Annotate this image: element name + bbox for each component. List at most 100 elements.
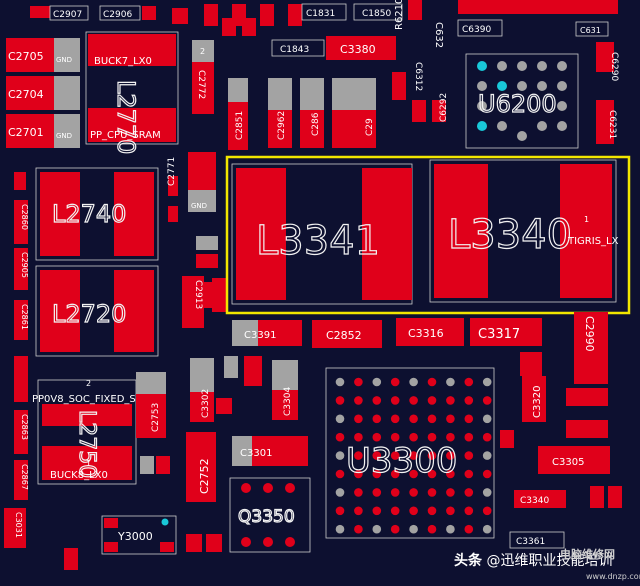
watermark: 头条 @迅维职业技能培训 xyxy=(454,550,612,570)
cap-c3320: C3320 xyxy=(522,376,546,422)
bga-ball xyxy=(464,524,474,534)
svg-text:PP_CPU_SRAM: PP_CPU_SRAM xyxy=(90,130,161,141)
cap-c2705: C2705 GND xyxy=(6,38,80,72)
inductor-l3341: L3341 xyxy=(231,163,413,305)
svg-text:C2867: C2867 xyxy=(20,464,29,490)
svg-text:2: 2 xyxy=(86,379,91,388)
bga-ball xyxy=(354,469,363,479)
svg-text:C2772: C2772 xyxy=(196,70,206,99)
bga-ball xyxy=(427,396,437,405)
svg-text:C3380: C3380 xyxy=(340,43,376,56)
bga-ball xyxy=(482,414,492,424)
cap-c2701: C2701 GND xyxy=(6,114,80,148)
cap-c1843: C1843 xyxy=(271,39,325,57)
bga-ball xyxy=(482,469,492,479)
svg-text:C2705: C2705 xyxy=(8,50,44,63)
watermark-brand: 电脑维修网 xyxy=(560,548,615,561)
cap-c3340: C3340 xyxy=(514,490,566,508)
bga-ball xyxy=(335,451,345,460)
bga-ball xyxy=(482,432,492,442)
bga-ball xyxy=(372,377,382,387)
bga-ball xyxy=(390,432,400,442)
bga-ball xyxy=(372,488,382,497)
bga-ball xyxy=(427,488,437,497)
bga-ball xyxy=(464,488,474,497)
svg-text:C2962: C2962 xyxy=(277,111,287,140)
cap-c2905: C2905 xyxy=(14,248,29,290)
bga-ball xyxy=(464,469,474,479)
bga-ball xyxy=(335,506,345,516)
svg-text:C3031: C3031 xyxy=(14,512,23,538)
svg-text:C2701: C2701 xyxy=(8,126,44,139)
svg-text:L2740: L2740 xyxy=(52,200,126,228)
bga-ball xyxy=(372,414,382,424)
bga-ball xyxy=(390,524,400,534)
bga-ball xyxy=(427,524,437,534)
bga-ball xyxy=(354,396,363,405)
bga-ball xyxy=(409,524,418,534)
svg-text:C3304: C3304 xyxy=(283,387,293,416)
svg-text:C2852: C2852 xyxy=(326,329,362,342)
bga-ball xyxy=(372,396,382,405)
inductor-l2750: PP0V8_SOC_FIXED_S2 L2750 BUCK8_LX0 2 1 xyxy=(32,379,142,485)
cap-c3031: C3031 xyxy=(4,508,26,548)
svg-text:C2752: C2752 xyxy=(198,458,211,494)
cap-c1850: C1850 xyxy=(353,3,403,21)
cap-c2771: C2771 GND xyxy=(167,152,216,212)
svg-text:U6200: U6200 xyxy=(478,90,557,118)
bga-ball xyxy=(390,506,400,516)
ic-u3300: U3300 xyxy=(325,367,495,539)
svg-text:C2913: C2913 xyxy=(193,280,203,309)
cap-c2907: C2907 xyxy=(30,5,89,21)
highlight-box xyxy=(225,155,631,315)
watermark-url: www.dnzp.com xyxy=(586,572,640,581)
svg-text:C3391: C3391 xyxy=(244,330,276,341)
bga-ball xyxy=(354,414,363,424)
svg-text:C2861: C2861 xyxy=(20,304,29,330)
cap-c3302: C3302 xyxy=(190,358,214,422)
bga-ball xyxy=(409,432,418,442)
bga-ball xyxy=(427,451,437,460)
svg-text:L2750: L2750 xyxy=(74,410,99,478)
bga-ball xyxy=(390,469,400,479)
svg-text:C2753: C2753 xyxy=(151,403,161,432)
svg-text:C631: C631 xyxy=(580,26,601,35)
bga-ball xyxy=(446,432,455,442)
bga-ball xyxy=(464,396,474,405)
bga-ball xyxy=(409,377,418,387)
bga-ball xyxy=(446,469,455,479)
bga-ball xyxy=(372,506,382,516)
bga-ball xyxy=(482,506,492,516)
bga-ball xyxy=(446,396,455,405)
bga-ball xyxy=(446,524,455,534)
svg-text:C1850: C1850 xyxy=(362,9,391,19)
svg-text:1: 1 xyxy=(86,459,91,468)
svg-text:R6210: R6210 xyxy=(394,0,405,30)
svg-text:C3320: C3320 xyxy=(532,386,543,418)
bga-ball xyxy=(409,469,418,479)
cap-c3317: C3317 xyxy=(470,318,542,346)
bga-ball xyxy=(464,432,474,442)
cap-c2753: C2753 xyxy=(136,372,166,438)
crystal-y3000: Y3000 xyxy=(101,515,177,555)
bga-ball xyxy=(482,451,492,460)
transistor-q3350: Q3350 xyxy=(229,477,311,553)
bga-ball xyxy=(335,488,345,497)
cap-c3305: C3305 xyxy=(538,446,610,474)
cap-c631: C631 xyxy=(575,21,609,37)
inductor-l2740: L2740 xyxy=(35,167,159,261)
cap-c2863: C2863 xyxy=(14,410,29,454)
svg-text:C3340: C3340 xyxy=(520,496,549,506)
svg-text:C1831: C1831 xyxy=(306,9,335,19)
cap-c2772: 2 C2772 xyxy=(192,40,214,114)
cap-c2906: C2906 xyxy=(99,5,156,21)
svg-text:C2851: C2851 xyxy=(235,111,245,140)
svg-text:L2720: L2720 xyxy=(52,300,126,328)
cap-c2852: C2852 xyxy=(312,320,382,348)
svg-text:C6231: C6231 xyxy=(607,110,617,139)
bga-ball xyxy=(354,488,363,497)
bga-ball xyxy=(335,469,345,479)
bga-ball xyxy=(482,377,492,387)
bga-ball xyxy=(354,506,363,516)
